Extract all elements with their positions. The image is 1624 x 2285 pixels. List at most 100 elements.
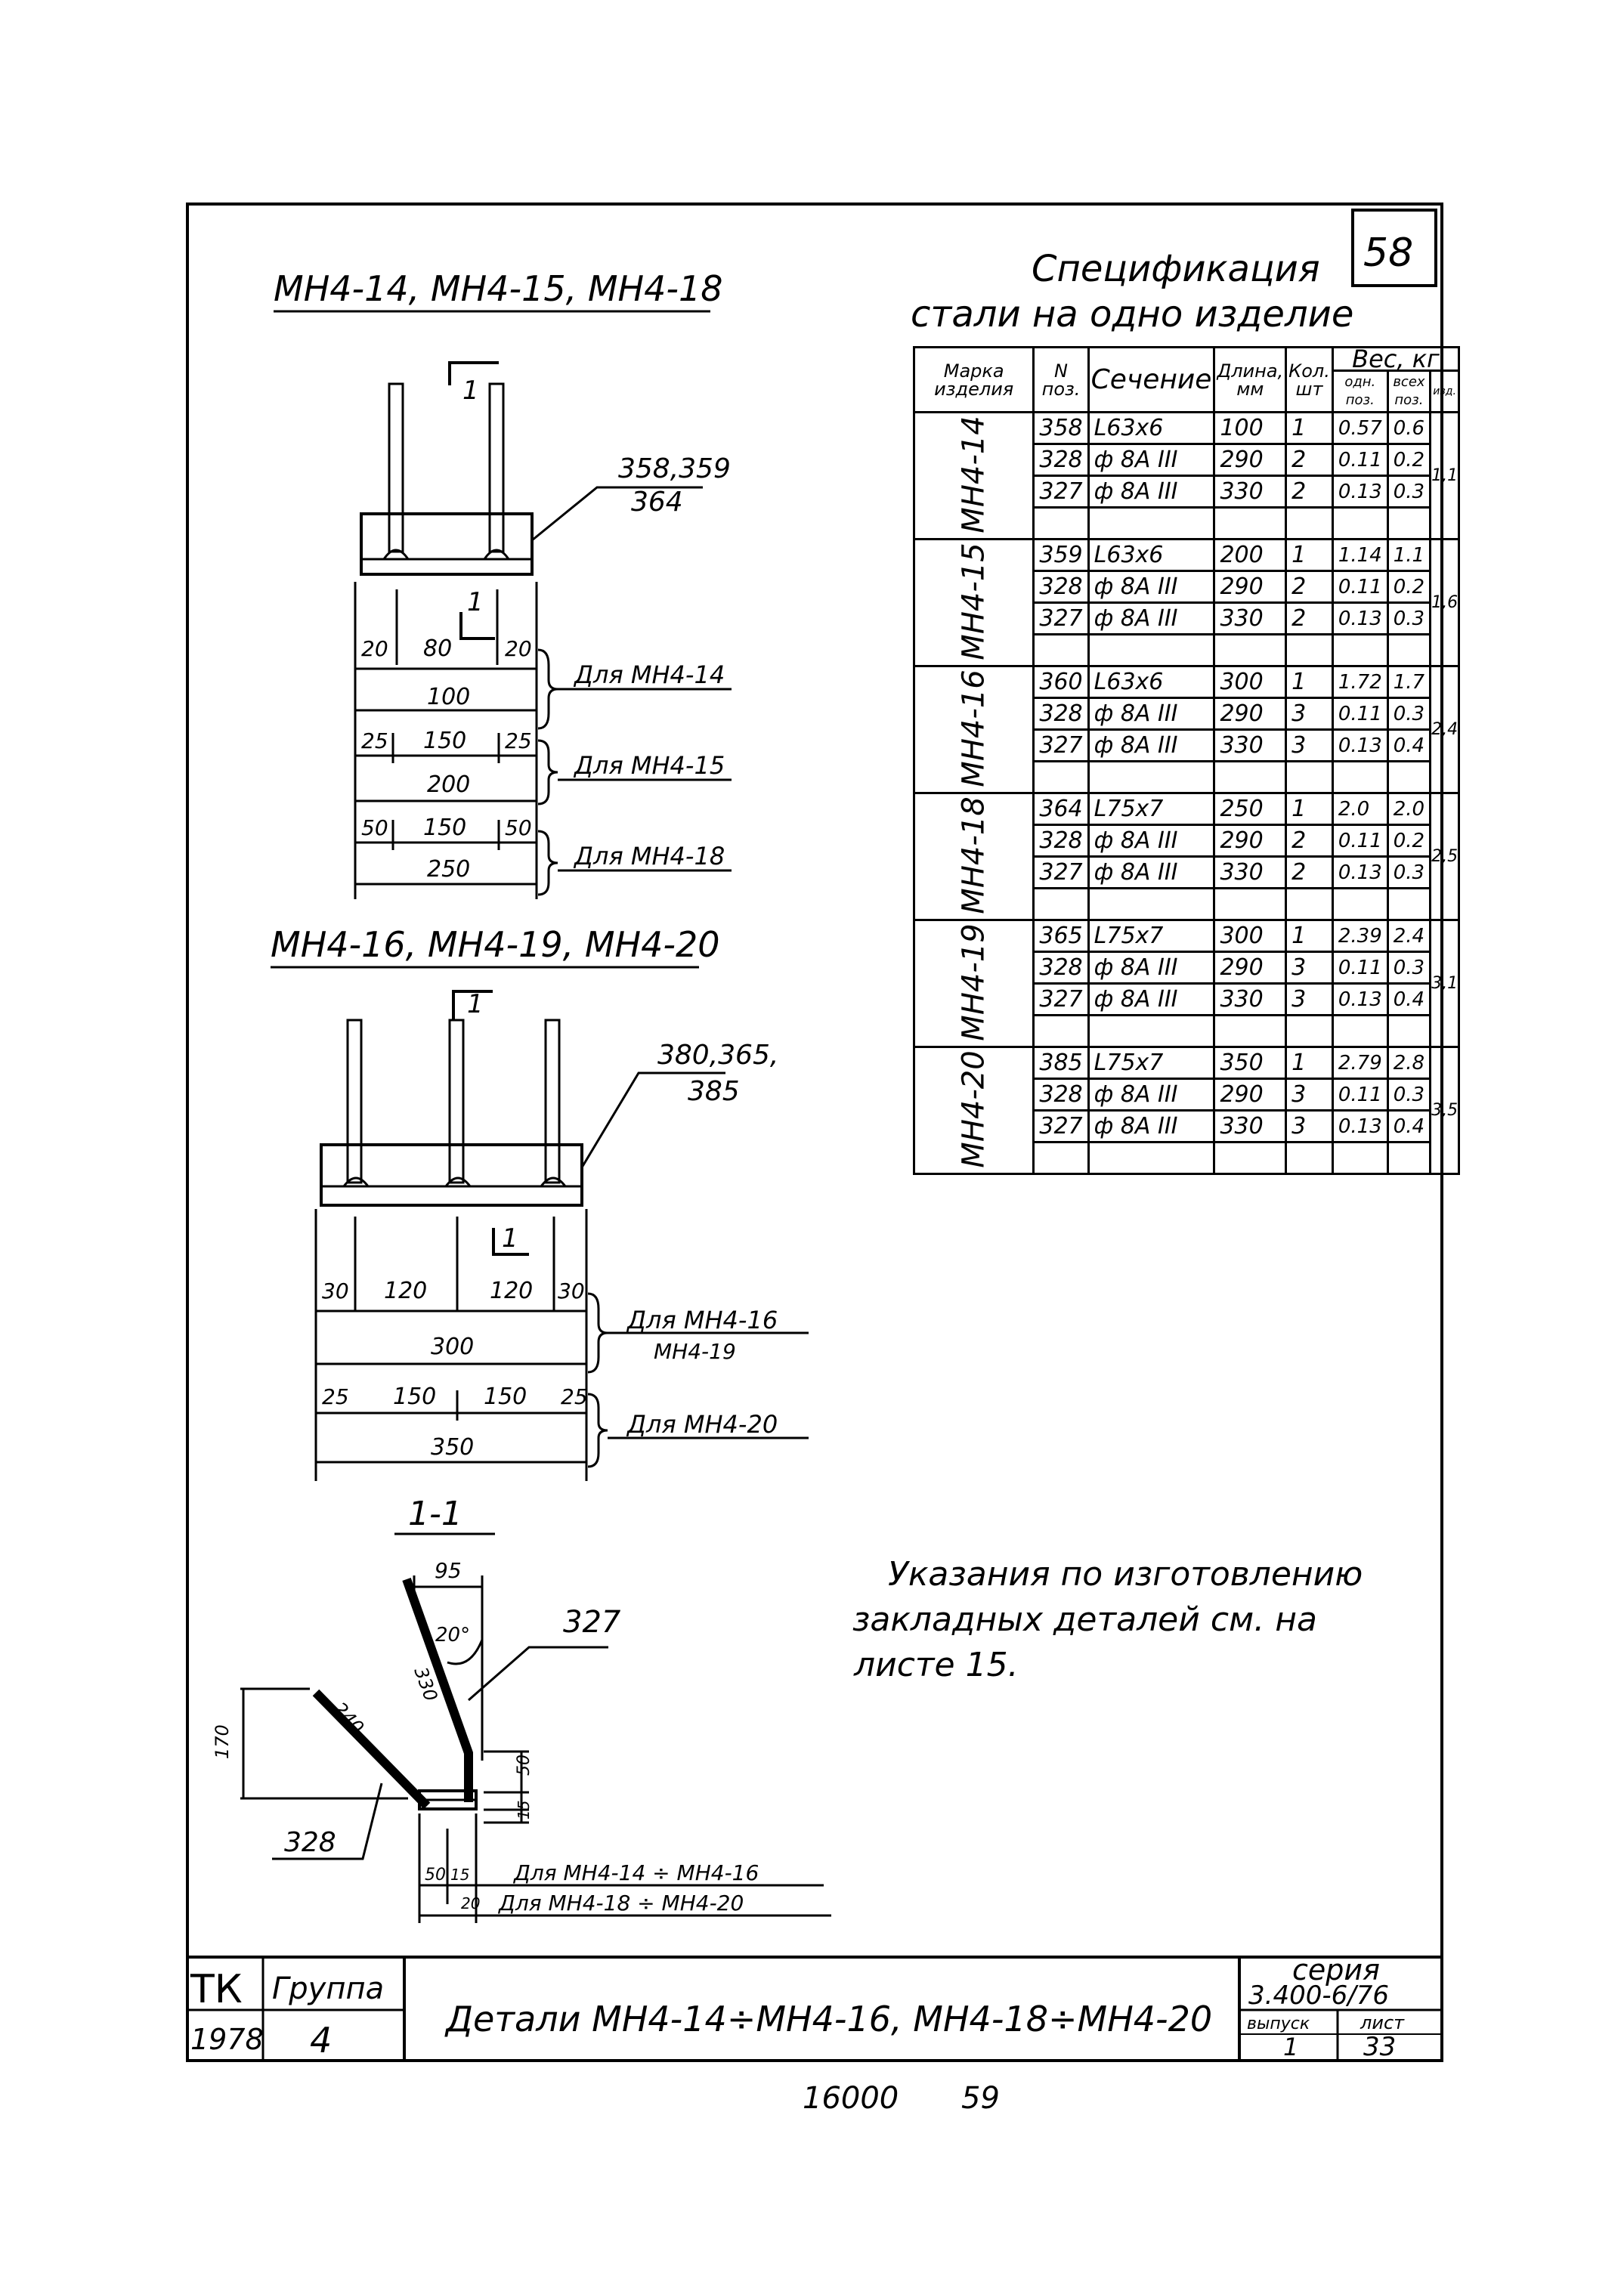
spec-cell-length: 300 [1213, 919, 1288, 953]
spec-cell-section [1087, 1141, 1216, 1175]
spec-header-length: Длина, мм [1213, 346, 1288, 413]
spec-cell-w-all: 1.1 [1386, 538, 1432, 572]
spec-cell-length: 330 [1213, 982, 1288, 1016]
specification-table: Марка изделия N поз. Сечение Длина, мм К… [912, 346, 1461, 1175]
dim-bot-30b: 30 [558, 1279, 585, 1303]
dim-bot-150a: 150 [393, 1384, 436, 1410]
dim-top-150b: 150 [423, 815, 466, 841]
bottom-section-mark: 1 [467, 989, 484, 1019]
spec-cell-w-one: 0.11 [1331, 951, 1389, 985]
spec-cell-qty: 1 [1285, 665, 1334, 699]
spec-cell-section: L75x7 [1087, 1046, 1216, 1080]
spec-cell-qty [1285, 760, 1334, 794]
spec-cell-qty: 1 [1285, 919, 1334, 953]
spec-cell-w-all: 0.3 [1386, 601, 1432, 635]
spec-cell-pos: 327 [1032, 1109, 1090, 1143]
spec-cell-pos: 327 [1032, 855, 1090, 889]
sec-dim-95: 95 [435, 1558, 462, 1583]
spec-cell-qty [1285, 633, 1334, 667]
spec-total-cell: 3,1 [1429, 919, 1461, 1048]
spec-cell-section: ф 8А III [1087, 697, 1216, 731]
spec-cell-section: L63x6 [1087, 411, 1216, 445]
spec-cell-length: 250 [1213, 792, 1288, 826]
table-row [914, 1014, 1459, 1048]
spec-cell-qty [1285, 506, 1334, 540]
spec-mark-label: МН4-20 [956, 1050, 991, 1168]
callout-top-2: 364 [631, 487, 683, 518]
spec-cell-w-one: 0.11 [1331, 697, 1389, 731]
spec-cell-section [1087, 633, 1216, 667]
spec-cell-length [1213, 1141, 1288, 1175]
spec-cell-w-all: 0.4 [1386, 728, 1432, 762]
spec-cell-w-all: 0.3 [1386, 697, 1432, 731]
dim-top-25a: 25 [361, 728, 388, 753]
spec-cell-w-one: 0.13 [1331, 1109, 1389, 1143]
tb-series-value: 3.400-6/76 [1248, 1980, 1389, 2011]
spec-header-row: Марка изделия N поз. Сечение Длина, мм К… [912, 346, 1461, 413]
dim-top-80: 80 [423, 635, 452, 662]
spec-cell-pos: 328 [1032, 570, 1090, 604]
tb-issue-value: 1 [1283, 2033, 1298, 2061]
note-line1: Указания по изготовлению [888, 1555, 1363, 1594]
label-for-mn19: МН4-19 [654, 1339, 736, 1364]
spec-cell-section: ф 8А III [1087, 982, 1216, 1016]
label-for-mn18: Для МН4-18 [573, 842, 725, 870]
label-for-mn16: Для МН4-16 [626, 1306, 778, 1334]
spec-cell-length: 290 [1213, 951, 1288, 985]
spec-cell-w-all: 0.3 [1386, 1078, 1432, 1112]
spec-cell-w-all [1386, 633, 1432, 667]
label-for-14-16: Для МН4-14 ÷ МН4-16 [512, 1860, 759, 1885]
section-1-1-drawing [240, 1575, 831, 1923]
footer-code: 16000 [803, 2081, 899, 2116]
spec-cell-pos [1032, 1141, 1090, 1175]
spec-cell-section: ф 8А III [1087, 824, 1216, 858]
spec-title-line1: Спецификация [1032, 248, 1320, 290]
spec-cell-qty: 2 [1285, 443, 1334, 477]
spec-cell-w-one: 0.13 [1331, 982, 1389, 1016]
spec-cell-qty: 3 [1285, 951, 1334, 985]
spec-cell-qty: 2 [1285, 855, 1334, 889]
spec-cell-section: ф 8А III [1087, 1109, 1216, 1143]
note-line2: закладных деталей см. на [852, 1600, 1317, 1639]
bottom-detail-drawing [314, 990, 809, 1481]
spec-cell-pos: 328 [1032, 951, 1090, 985]
top-section-mark-2: 1 [467, 587, 484, 617]
spec-cell-qty: 2 [1285, 601, 1334, 635]
dim-bot-300: 300 [431, 1334, 474, 1360]
sec-dim-20: 20 [461, 1894, 480, 1912]
dim-bot-30a: 30 [322, 1279, 349, 1303]
spec-total-cell: 1,1 [1429, 411, 1461, 540]
spec-total-cell: 1,6 [1429, 538, 1461, 667]
dim-top-150a: 150 [423, 728, 466, 754]
spec-header-weight: Вес, кг [1331, 346, 1461, 372]
sec-dim-50: 50 [515, 1755, 534, 1776]
spec-total-cell: 2,4 [1429, 665, 1461, 794]
spec-cell-qty: 2 [1285, 824, 1334, 858]
spec-cell-section [1087, 760, 1216, 794]
spec-cell-pos: 328 [1032, 443, 1090, 477]
tb-group-label: Группа [272, 1971, 384, 2006]
callout-bottom-2: 385 [688, 1076, 740, 1107]
spec-header-mark: Марка изделия [912, 346, 1035, 413]
sec-dim-50b: 50 [425, 1866, 446, 1885]
spec-cell-section: ф 8А III [1087, 570, 1216, 604]
dim-bot-25b: 25 [561, 1384, 588, 1409]
spec-cell-section: ф 8А III [1087, 475, 1216, 509]
spec-cell-w-one: 0.13 [1331, 475, 1389, 509]
spec-cell-pos: 327 [1032, 601, 1090, 635]
footer-page: 59 [961, 2081, 1000, 2116]
spec-cell-length: 330 [1213, 855, 1288, 889]
spec-header-qty: Кол. шт [1285, 346, 1334, 413]
table-row [914, 1141, 1459, 1175]
spec-cell-section [1087, 506, 1216, 540]
spec-cell-length [1213, 760, 1288, 794]
spec-cell-length: 330 [1213, 475, 1288, 509]
spec-header-pos: N поз. [1032, 346, 1090, 413]
spec-mark-cell: МН4-19 [912, 919, 1035, 1048]
dim-top-200: 200 [427, 771, 470, 798]
spec-cell-pos [1032, 506, 1090, 540]
note-line3: листе 15. [853, 1646, 1019, 1684]
